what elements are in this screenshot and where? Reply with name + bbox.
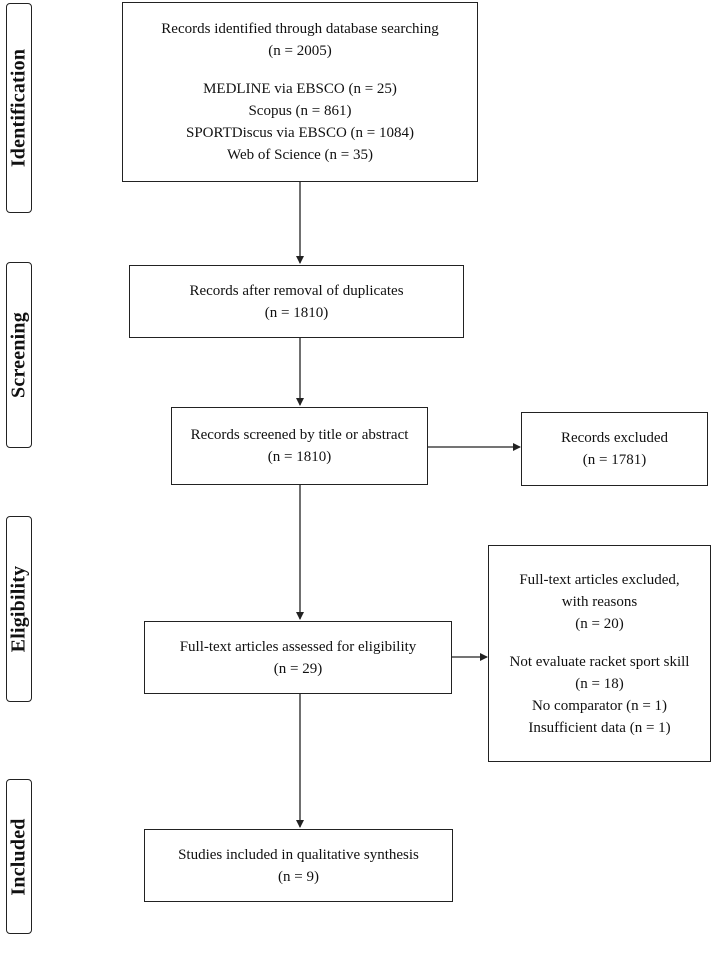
fulltext-excluded-reason: Insufficient data (n = 1) [528, 719, 671, 736]
assessed-count: (n = 29) [273, 660, 323, 677]
fulltext-excluded-reason: Not evaluate racket sport skill [509, 653, 690, 670]
stage-included: Included [6, 779, 32, 934]
excluded-count: (n = 1781) [582, 452, 647, 468]
identified-title: Records identified through database sear… [161, 21, 439, 37]
identified-source: MEDLINE via EBSCO (n = 25) [203, 81, 397, 97]
stage-identification: Identification [6, 3, 32, 213]
fulltext-excluded-reason: No comparator (n = 1) [531, 697, 668, 714]
stage-screening: Screening [6, 262, 32, 448]
identified-source: Web of Science (n = 35) [227, 147, 373, 163]
duplicates-removed-title: Records after removal of duplicates [189, 282, 404, 299]
fulltext-excluded-title: Full-text articles excluded, [519, 571, 680, 588]
identified-source: SPORTDiscus via EBSCO (n = 1084) [186, 125, 414, 141]
fulltext-excluded-box: Full-text articles excluded, with reason… [488, 545, 711, 762]
screened-title: Records screened by title or abstract [190, 427, 409, 443]
included-title: Studies included in qualitative synthesi… [178, 846, 419, 863]
duplicates-removed-count: (n = 1810) [264, 304, 329, 321]
assessed-box: Full-text articles assessed for eligibil… [144, 621, 452, 694]
assessed-title: Full-text articles assessed for eligibil… [179, 638, 417, 655]
fulltext-excluded-title: with reasons [561, 593, 638, 610]
excluded-box: Records excluded (n = 1781) [521, 412, 708, 486]
duplicates-removed-box: Records after removal of duplicates (n =… [129, 265, 464, 338]
included-box: Studies included in qualitative synthesi… [144, 829, 453, 902]
identified-count: (n = 2005) [268, 43, 332, 59]
identified-source: Scopus (n = 861) [248, 103, 352, 119]
fulltext-excluded-count: (n = 20) [575, 615, 624, 632]
fulltext-excluded-reason: (n = 18) [575, 675, 624, 692]
stage-eligibility: Eligibility [6, 516, 32, 702]
screened-box: Records screened by title or abstract (n… [171, 407, 428, 485]
excluded-title: Records excluded [560, 430, 669, 446]
included-count: (n = 9) [278, 868, 319, 885]
identified-box: Records identified through database sear… [122, 2, 478, 182]
screened-count: (n = 1810) [267, 449, 332, 465]
